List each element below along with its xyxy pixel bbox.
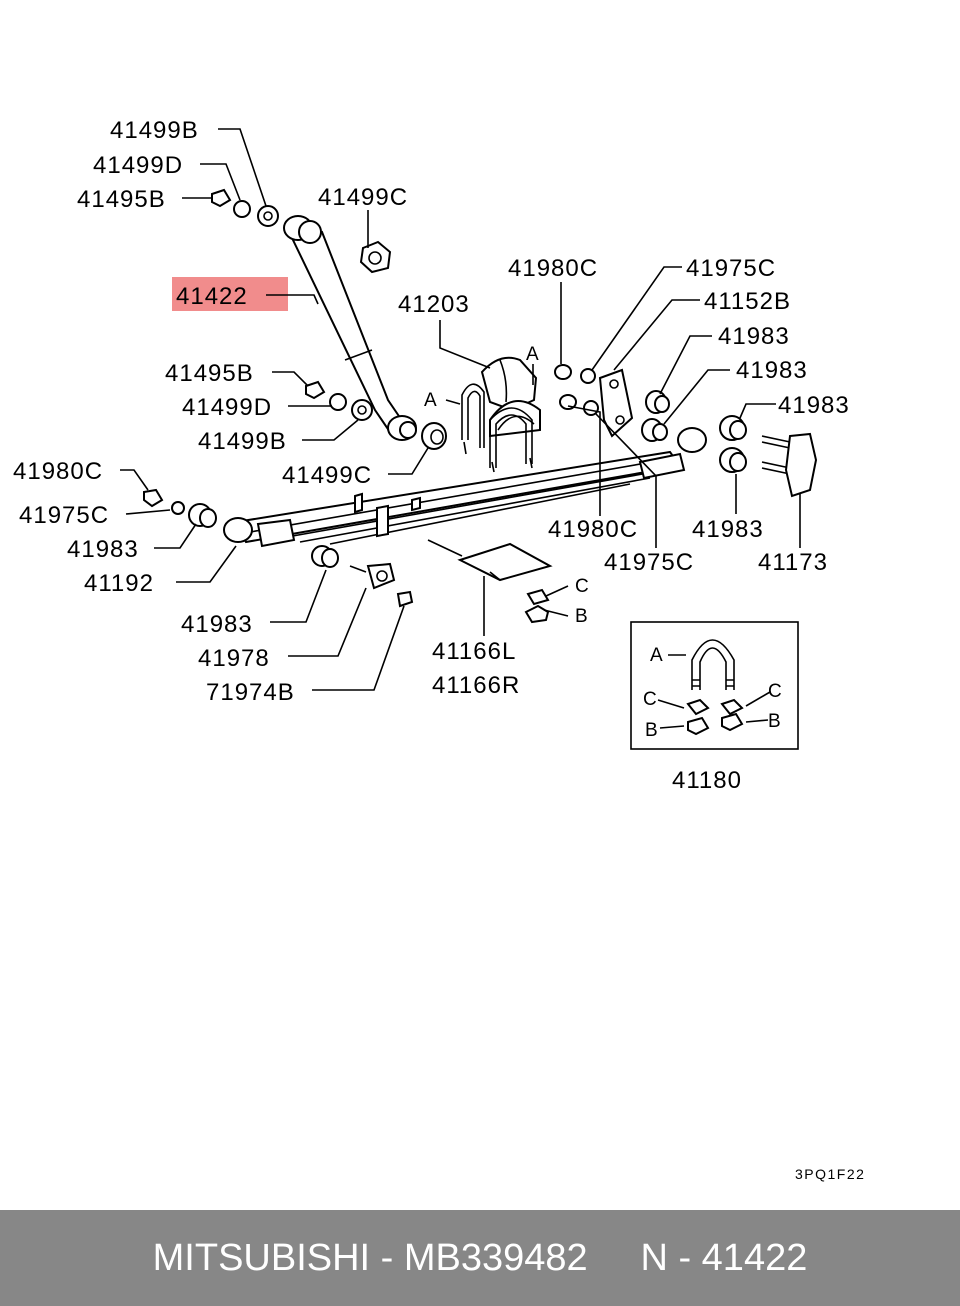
- label-41499D-top: 41499D: [93, 152, 183, 179]
- label-71974B: 71974B: [206, 679, 295, 706]
- label-41983-b: 41983: [736, 357, 808, 384]
- label-41975C-top: 41975C: [686, 255, 776, 282]
- label-41983-c: 41983: [778, 392, 850, 419]
- letter-A-2: A: [424, 390, 437, 411]
- parts-diagram: 41499B 41499D 41495B 41499C 41422 41203 …: [13, 117, 865, 1182]
- spring-pad: [480, 356, 541, 438]
- letter-A-1: A: [526, 344, 539, 365]
- label-41192: 41192: [84, 570, 154, 597]
- part-highlight: [172, 277, 288, 311]
- label-41975C-mid: 41975C: [604, 549, 694, 576]
- label-41422: 41422: [176, 283, 248, 310]
- label-41152B: 41152B: [704, 288, 791, 315]
- label-41983-a: 41983: [718, 323, 790, 350]
- lower-bracket-hardware: [311, 539, 553, 624]
- leader-lines: [120, 128, 801, 691]
- label-41180: 41180: [672, 767, 742, 794]
- label-41499B-mid: 41499B: [198, 428, 287, 455]
- u-bolt: [461, 383, 533, 473]
- label-41983-right: 41983: [692, 516, 764, 543]
- label-41499D-mid: 41499D: [182, 394, 272, 421]
- inset-letter-C-left: C: [643, 689, 657, 710]
- label-41166R: 41166R: [432, 672, 520, 699]
- shock-bottom-hardware: [305, 380, 447, 450]
- label-41975C-left: 41975C: [19, 502, 109, 529]
- inset-letter-B-right: B: [768, 711, 781, 732]
- label-41495B-top: 41495B: [77, 186, 166, 213]
- label-41980C-mid: 41980C: [548, 516, 638, 543]
- drawing-code: 3PQ1F22: [795, 1166, 865, 1182]
- label-41499C-mid: 41499C: [282, 462, 372, 489]
- label-41983-left: 41983: [67, 536, 139, 563]
- label-41495B-mid: 41495B: [165, 360, 254, 387]
- label-41983-bottom: 41983: [181, 611, 253, 638]
- front-eye-hardware: [143, 488, 217, 528]
- shock-top-hardware: [211, 188, 392, 274]
- letter-C-1: C: [575, 576, 589, 597]
- label-41978: 41978: [198, 645, 270, 672]
- footer-bar: MITSUBISHI - MB339482 N - 41422: [0, 1210, 960, 1306]
- inset-letter-A: A: [650, 645, 663, 666]
- inset-letter-B-left: B: [645, 720, 658, 741]
- label-41499B-top: 41499B: [110, 117, 199, 144]
- letter-callouts: A A C B A C C B B: [424, 344, 782, 741]
- leaf-spring: [223, 427, 707, 548]
- rear-hanger-hardware: [554, 364, 747, 473]
- label-41980C-left: 41980C: [13, 458, 103, 485]
- shackle: [761, 432, 818, 498]
- inset-letter-C-right: C: [768, 681, 782, 702]
- letter-B-1: B: [575, 606, 588, 627]
- shock-absorber: [283, 215, 417, 441]
- label-41203: 41203: [398, 291, 470, 318]
- label-41980C-top: 41980C: [508, 255, 598, 282]
- label-41166L: 41166L: [432, 638, 516, 665]
- label-41499C-top: 41499C: [318, 184, 408, 211]
- label-41173: 41173: [758, 549, 828, 576]
- u-bolt-kit-inset: [630, 621, 799, 750]
- part-labels: 41499B 41499D 41495B 41499C 41422 41203 …: [13, 117, 850, 794]
- footer-part-info: MITSUBISHI - MB339482 N - 41422: [152, 1236, 808, 1279]
